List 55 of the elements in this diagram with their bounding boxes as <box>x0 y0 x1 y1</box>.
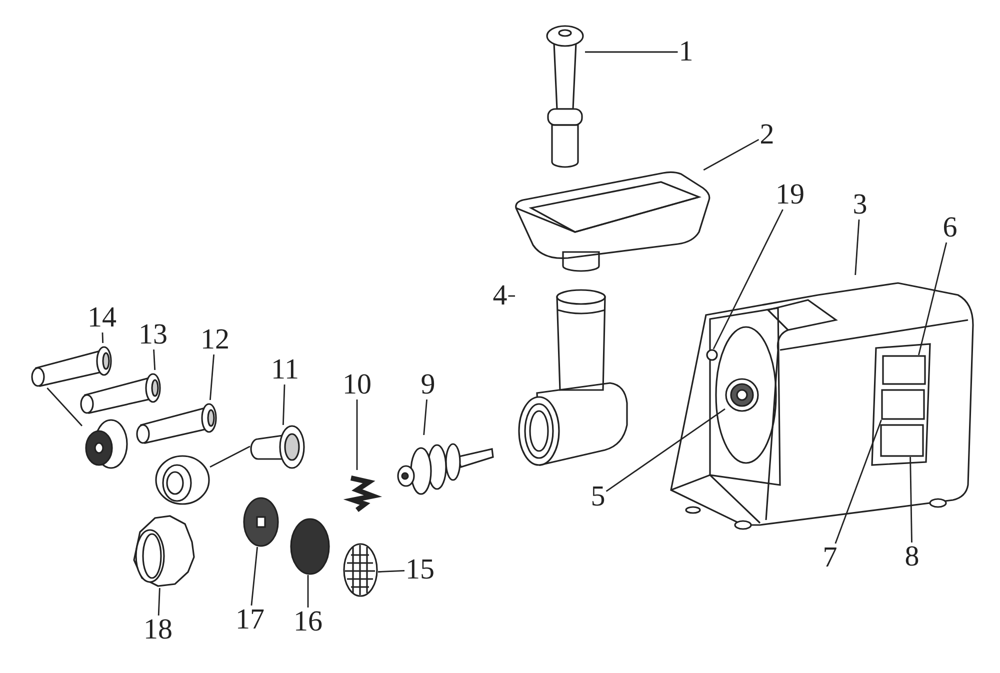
callout-number: 4 <box>492 282 508 310</box>
callout-number: 17 <box>234 606 266 634</box>
sausage-tube-drawing <box>77 370 164 415</box>
leader-line <box>508 295 515 297</box>
leader-line <box>703 138 760 171</box>
switch-drawing <box>880 424 924 457</box>
callout-number: 2 <box>758 120 776 150</box>
callout-number: 7 <box>822 544 838 572</box>
callout-number: 10 <box>342 370 372 400</box>
pusher-drawing <box>545 25 585 170</box>
callout-number: 6 <box>942 214 958 242</box>
leader-line <box>158 588 160 616</box>
leader-line <box>210 446 250 468</box>
callout-number: 12 <box>200 326 230 354</box>
leader-line <box>250 546 258 606</box>
callout-number: 13 <box>138 320 168 350</box>
callout-number: 5 <box>590 482 606 512</box>
ring-nut-drawing <box>130 512 196 588</box>
callout-number: 15 <box>404 556 436 584</box>
switch-drawing <box>881 389 925 420</box>
ring-drawing <box>82 418 128 470</box>
leader-line <box>307 575 309 608</box>
leader-line <box>282 384 286 426</box>
sausage-attachment-drawing <box>250 425 305 470</box>
ring-drawing <box>155 455 210 505</box>
cutting-plate-drawing <box>343 543 378 597</box>
leader-line <box>910 456 912 543</box>
callout-number: 9 <box>420 370 436 400</box>
callout-number: 14 <box>86 304 118 332</box>
leader-line <box>378 570 405 573</box>
callout-number: 18 <box>142 616 174 644</box>
callout-number: 11 <box>270 356 300 384</box>
leader-line <box>102 332 104 344</box>
tray-drawing <box>513 170 713 272</box>
drive-socket-drawing <box>725 378 760 412</box>
callout-number: 1 <box>678 38 694 66</box>
leader-line <box>606 408 726 492</box>
leader-line <box>209 354 215 400</box>
leader-line <box>153 349 156 370</box>
sausage-tube-drawing <box>133 400 220 445</box>
sausage-tube-drawing <box>28 343 115 388</box>
callout-number: 16 <box>292 608 324 636</box>
leader-line <box>585 51 678 53</box>
release-button-drawing <box>706 349 718 361</box>
cutting-plate-drawing <box>242 497 280 547</box>
leader-line <box>423 399 428 436</box>
leader-line <box>854 219 860 276</box>
callout-number: 8 <box>904 542 920 572</box>
callout-number: 3 <box>852 190 868 220</box>
switch-drawing <box>882 355 926 385</box>
cutting-plate-drawing <box>290 518 330 575</box>
callout-number: 19 <box>774 180 806 210</box>
leader-line <box>834 420 882 544</box>
leader-line <box>918 242 948 356</box>
leader-line <box>356 400 358 470</box>
